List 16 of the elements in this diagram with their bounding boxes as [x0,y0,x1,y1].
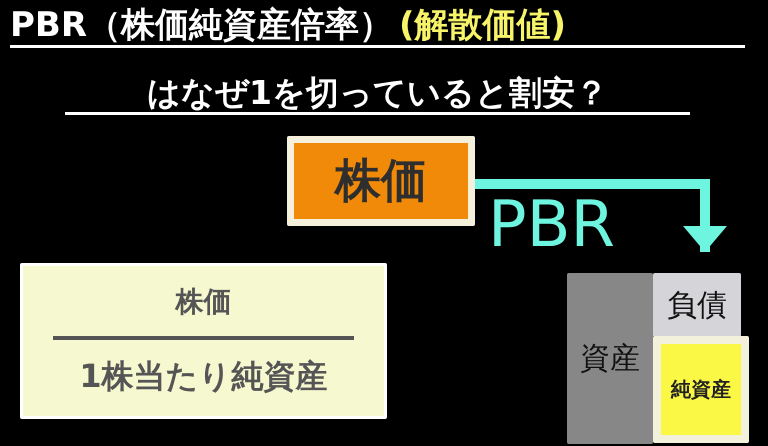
node-label: 資産 [580,340,640,378]
edge-label: PBR [488,190,615,260]
subtitle: はなぜ1を切っていると割安？ [147,73,608,112]
node-subtext: 1株当たり純資産 [79,356,328,397]
node-label: 純資産 [671,376,731,403]
node-label: 株価 [335,152,427,209]
node-label: 負債 [667,286,727,324]
assets-block [567,273,653,444]
highlight-text: (解散価値) [399,5,566,45]
net-assets-block [653,336,749,443]
formula-box [20,263,387,419]
liabilities-block [653,273,741,337]
elbow-arrow [475,179,727,252]
price-box [287,136,475,226]
node-label: 株価 [176,284,232,320]
title: PBR（株価純資産倍率） [10,5,394,45]
